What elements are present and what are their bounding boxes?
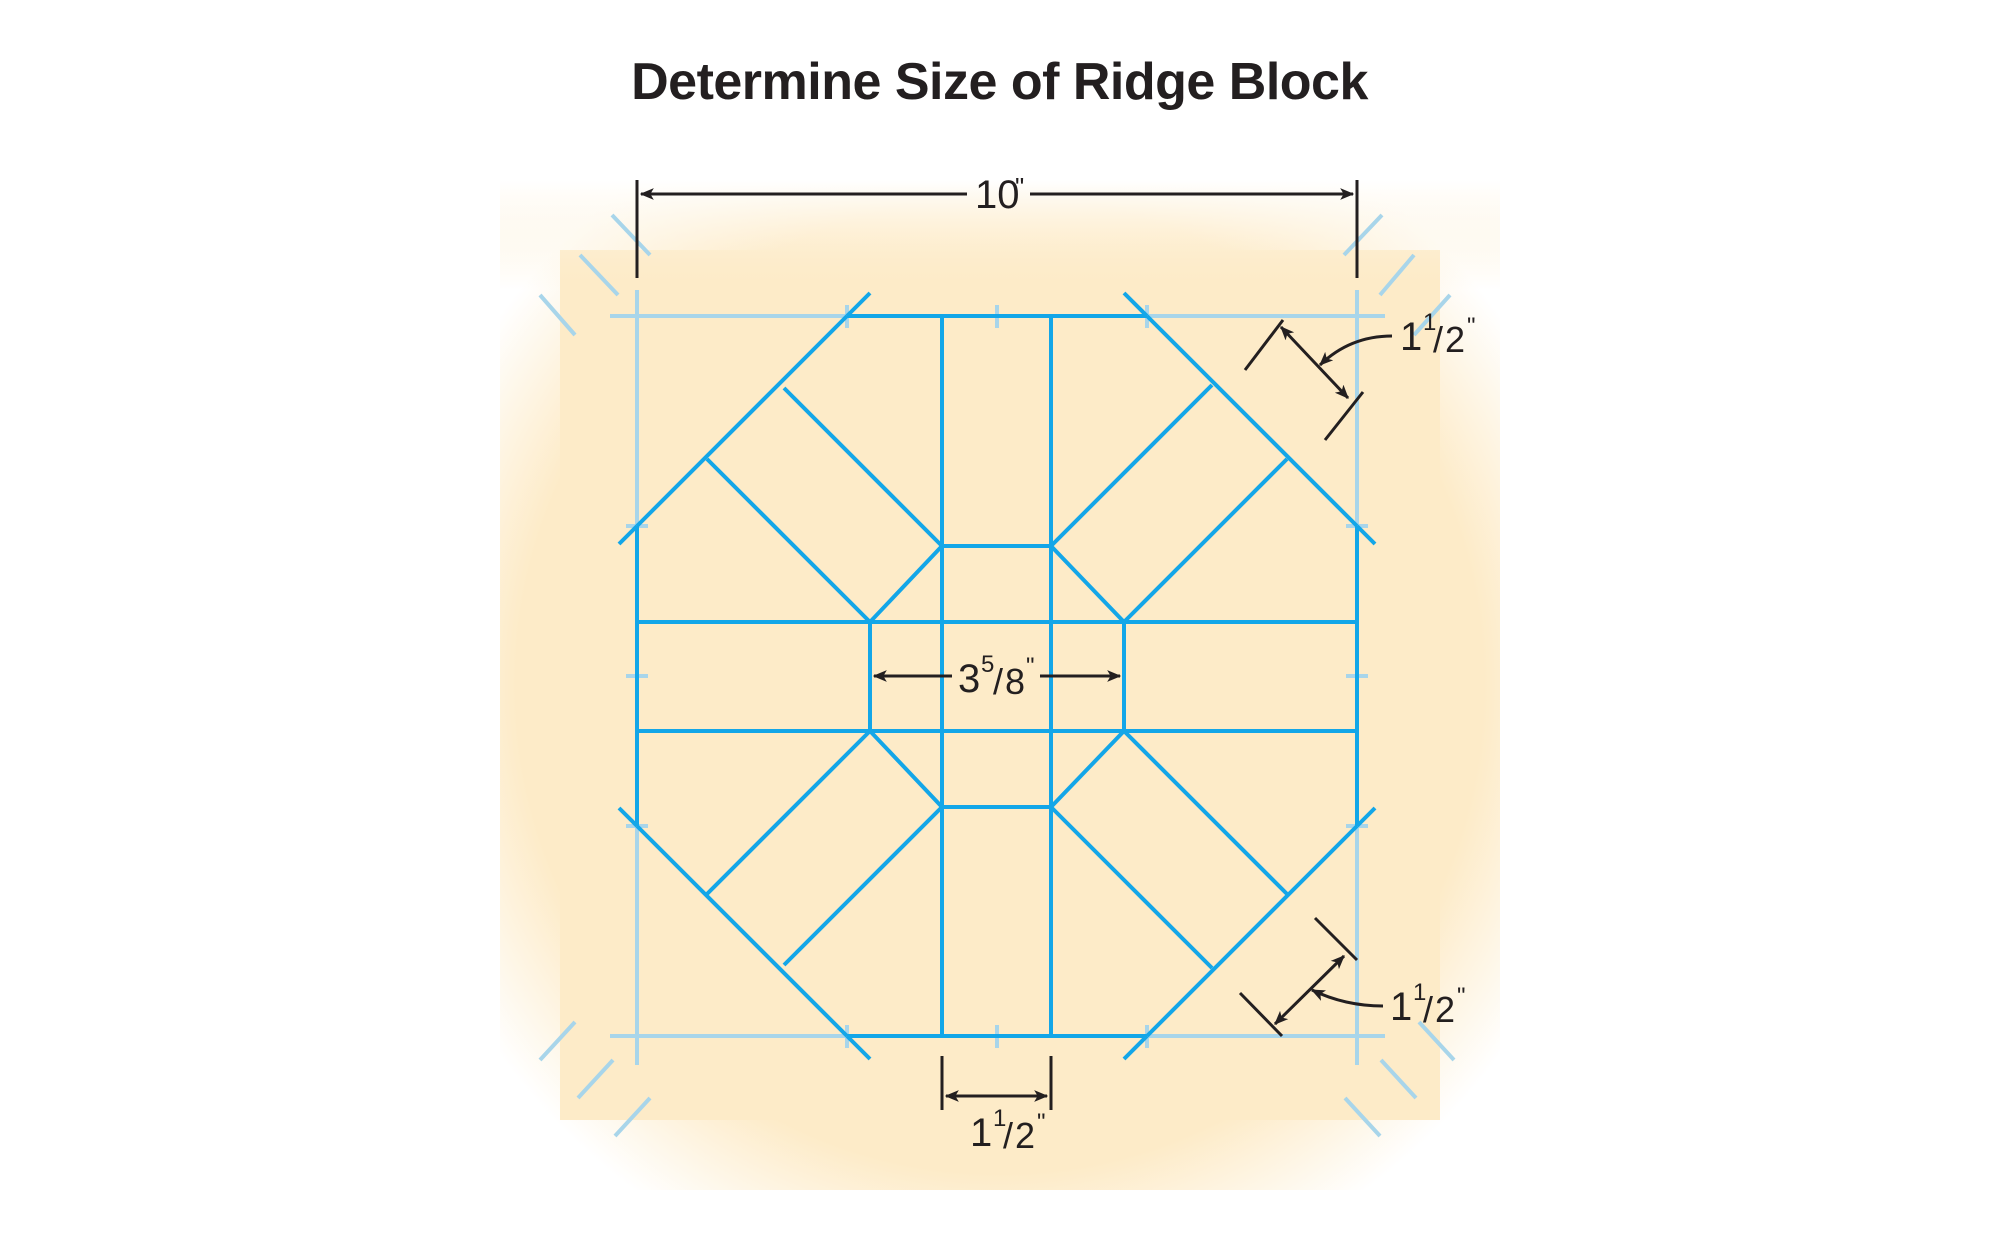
svg-text:": " <box>1467 313 1476 340</box>
dim-label-rafter-bottom: 1 1 / 2 " <box>1390 979 1466 1030</box>
svg-text:/: / <box>1423 989 1433 1030</box>
svg-text:1: 1 <box>1423 309 1436 336</box>
svg-text:5: 5 <box>981 651 994 678</box>
svg-text:/: / <box>1003 1115 1013 1156</box>
svg-text:2: 2 <box>1445 319 1465 360</box>
svg-text:": " <box>1037 1109 1046 1136</box>
svg-text:": " <box>1015 172 1024 202</box>
svg-text:/: / <box>993 661 1003 702</box>
svg-text:2: 2 <box>1435 989 1455 1030</box>
svg-text:10: 10 <box>975 173 1020 217</box>
svg-text:2: 2 <box>1015 1115 1035 1156</box>
svg-text:1: 1 <box>1413 979 1426 1006</box>
svg-text:8: 8 <box>1005 661 1025 702</box>
svg-text:": " <box>1026 653 1035 680</box>
svg-text:1: 1 <box>993 1105 1006 1132</box>
svg-text:1: 1 <box>1400 315 1422 359</box>
svg-text:/: / <box>1433 319 1443 360</box>
dim-label-octagon-inner: 3 5 / 8 " <box>958 651 1035 702</box>
dim-label-center-rafter: 1 1 / 2 " <box>970 1105 1046 1156</box>
svg-text:": " <box>1457 983 1466 1010</box>
dimension-lines <box>635 180 1393 1110</box>
svg-text:3: 3 <box>958 657 980 701</box>
dim-label-rafter-top: 1 1 / 2 " <box>1400 309 1476 360</box>
svg-text:1: 1 <box>970 1111 992 1155</box>
diagram-title: Determine Size of Ridge Block <box>631 53 1368 111</box>
dim-label-overall-width: 10 " <box>975 172 1024 217</box>
framing-lines <box>617 291 1377 1061</box>
svg-text:1: 1 <box>1390 985 1412 1029</box>
